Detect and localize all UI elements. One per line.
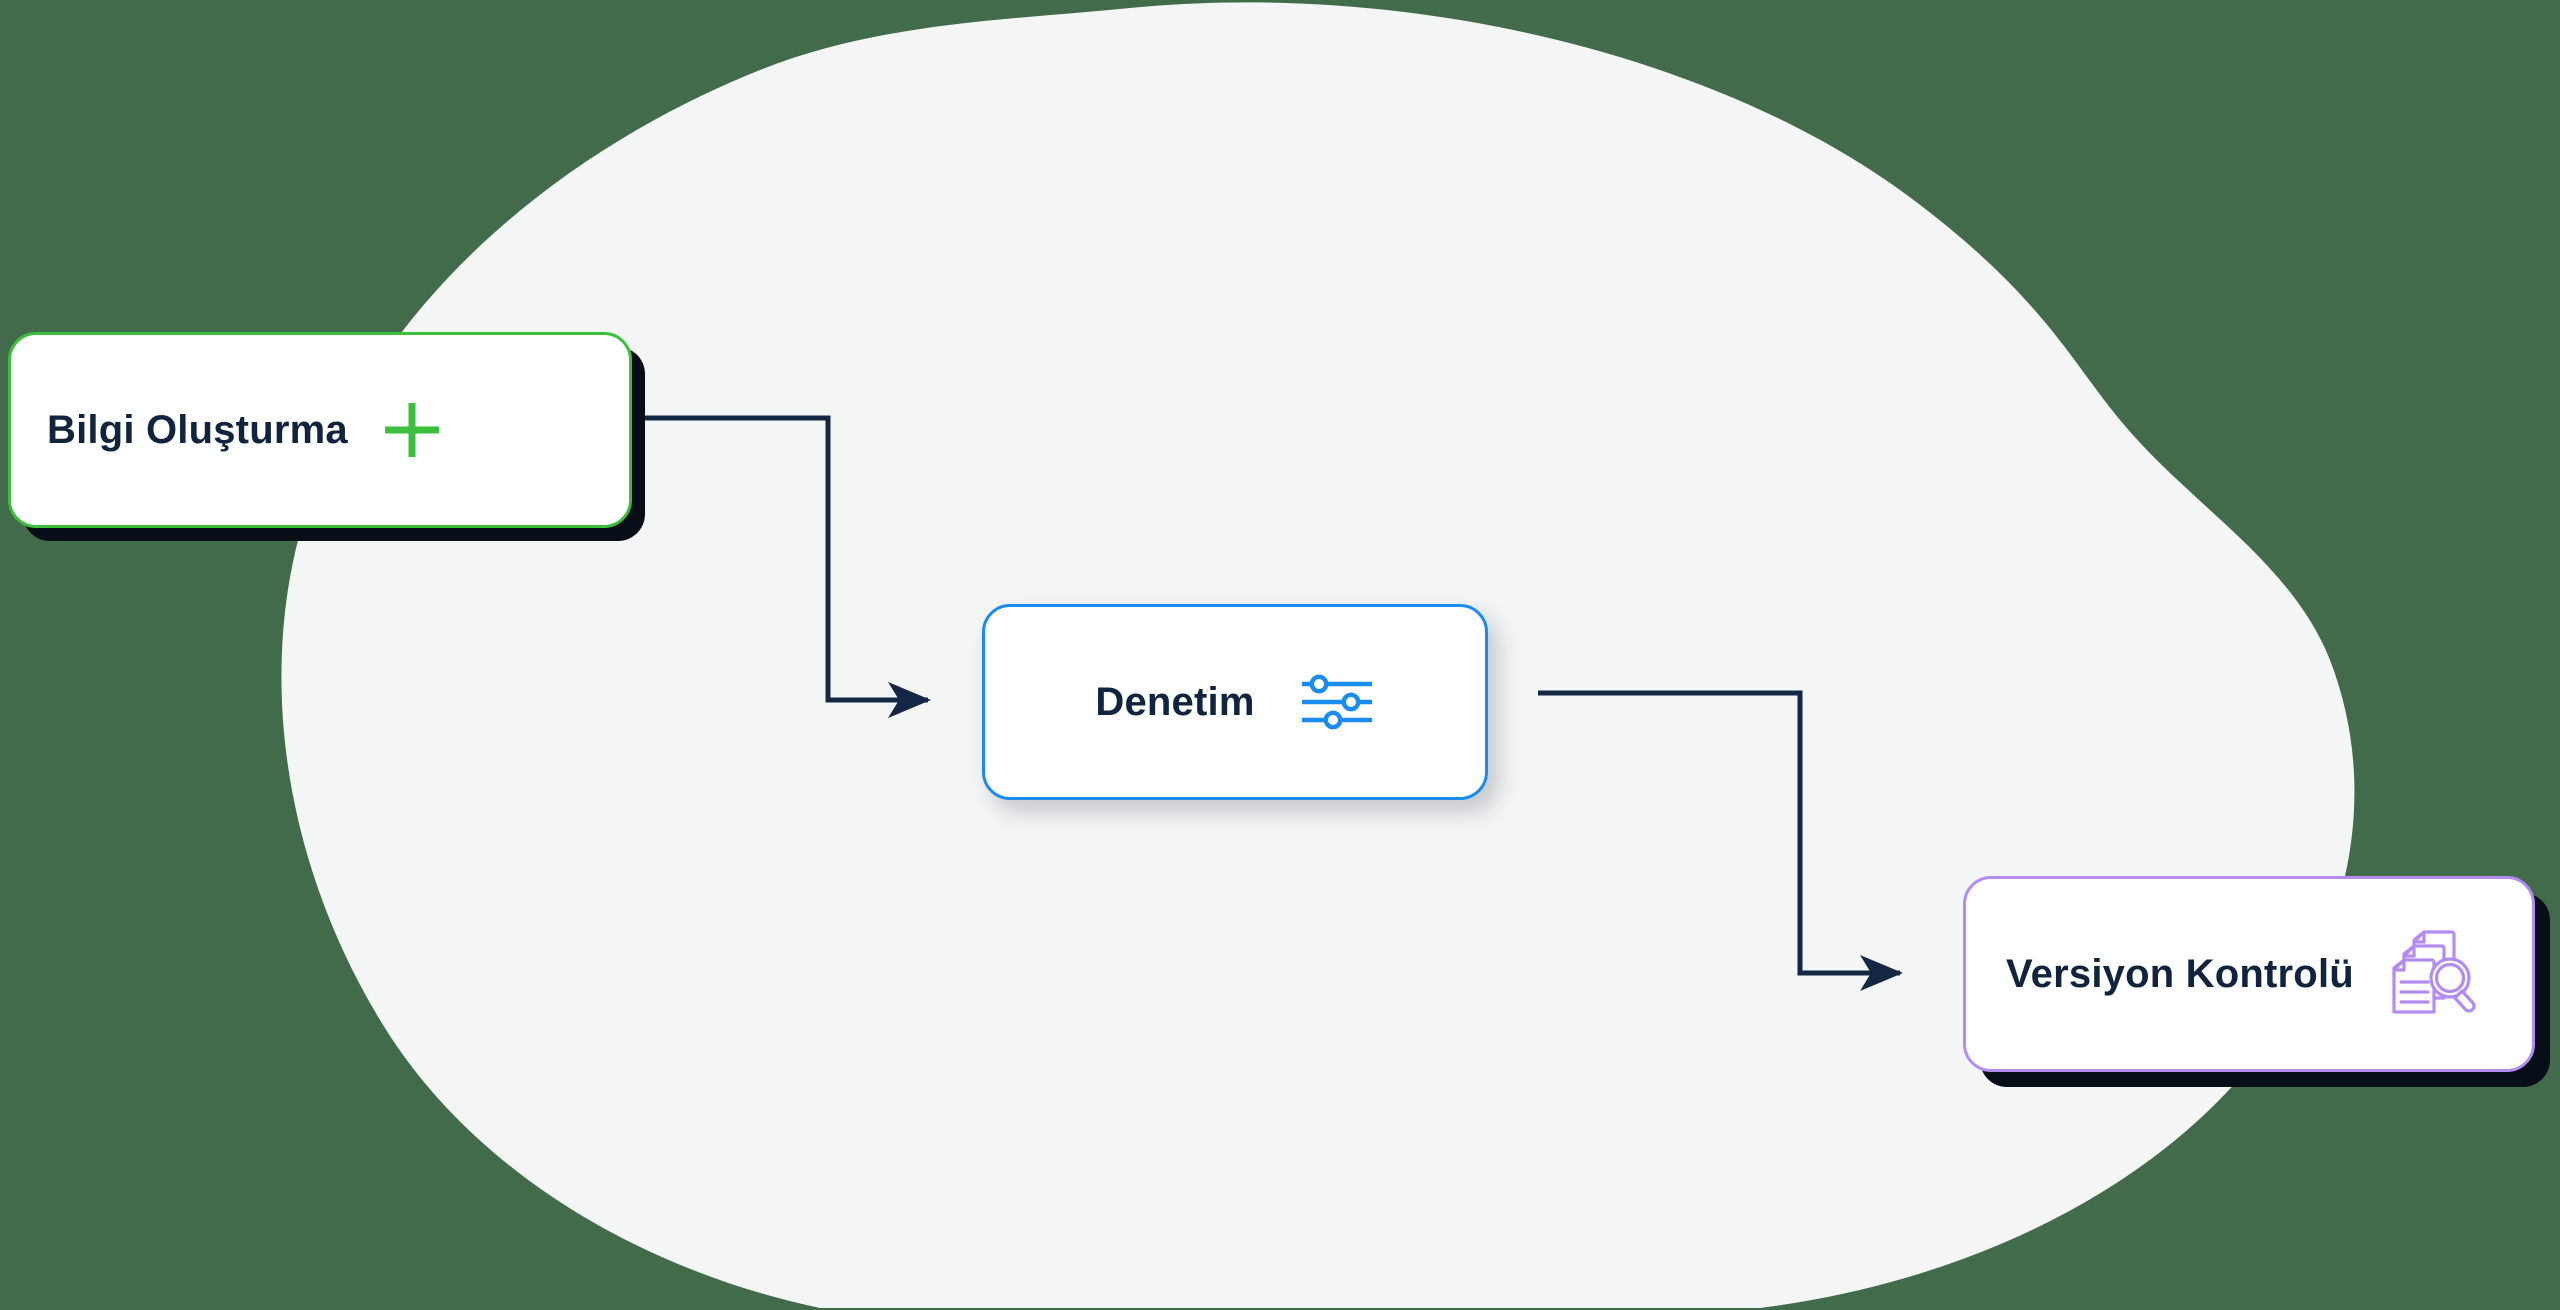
edge-create-audit bbox=[566, 415, 931, 718]
node-label-audit: Denetim bbox=[1095, 680, 1255, 724]
plus-icon bbox=[378, 396, 446, 464]
node-card-version[interactable]: Versiyon Kontrolü bbox=[1963, 876, 2535, 1072]
node-label-create: Bilgi Oluşturma bbox=[47, 408, 348, 452]
node-card-audit[interactable]: Denetim bbox=[982, 604, 1488, 800]
node-card-create[interactable]: Bilgi Oluşturma bbox=[8, 332, 632, 528]
node-label-version: Versiyon Kontrolü bbox=[2006, 952, 2354, 996]
document-search-icon bbox=[2388, 926, 2480, 1022]
edge-audit-version bbox=[1538, 690, 1903, 991]
sliders-icon bbox=[1299, 673, 1375, 731]
